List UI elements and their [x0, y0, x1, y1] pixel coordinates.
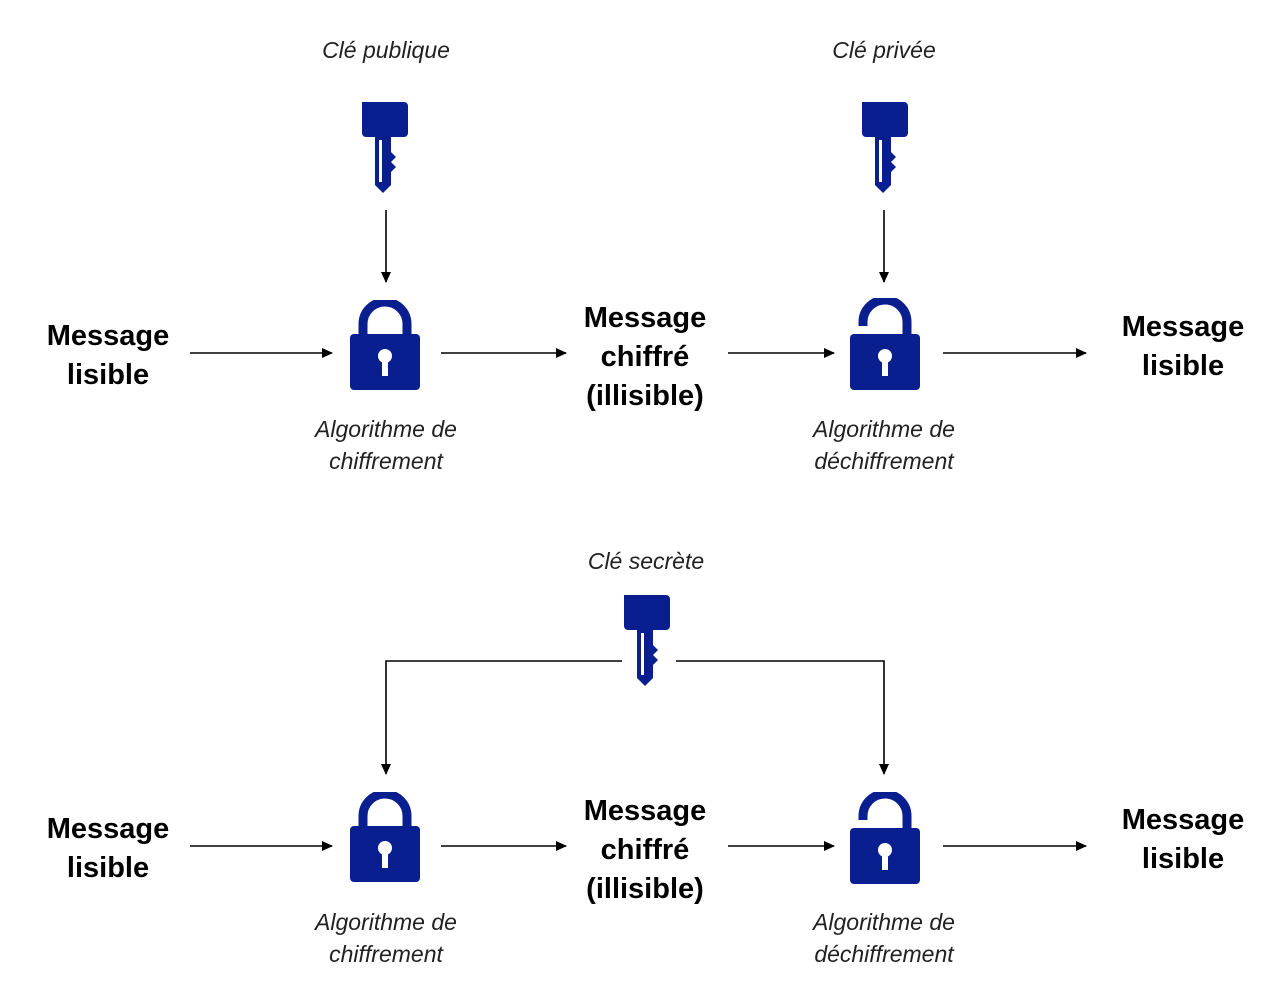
decryption-algorithm-label: Algorithme de déchiffrement	[813, 909, 955, 967]
lock-closed-icon	[350, 792, 420, 882]
lock-closed-icon	[350, 300, 420, 390]
plaintext-output: Message lisible	[1121, 804, 1245, 875]
lock-open-icon	[850, 792, 920, 884]
public-key-label: Clé publique	[322, 37, 450, 63]
arrow-secret-key-to-decrypt	[676, 660, 889, 775]
secret-key-label: Clé secrète	[587, 548, 705, 574]
key-icon	[624, 595, 670, 686]
key-icon	[862, 102, 908, 193]
plaintext-input: Message lisible	[46, 320, 170, 391]
ciphertext: Message chiffré (illisible)	[583, 302, 707, 412]
key-icon	[362, 102, 408, 193]
arrow-secret-key-to-encrypt	[381, 660, 622, 775]
plaintext-input: Message lisible	[46, 813, 170, 884]
lock-open-icon	[850, 298, 920, 390]
encryption-algorithm-label: Algorithme de chiffrement	[315, 416, 457, 474]
decryption-algorithm-label: Algorithme de déchiffrement	[813, 416, 955, 474]
encryption-algorithm-label: Algorithme de chiffrement	[315, 909, 457, 967]
ciphertext: Message chiffré (illisible)	[583, 795, 707, 905]
plaintext-output: Message lisible	[1121, 311, 1245, 382]
private-key-label: Clé privée	[832, 37, 936, 63]
